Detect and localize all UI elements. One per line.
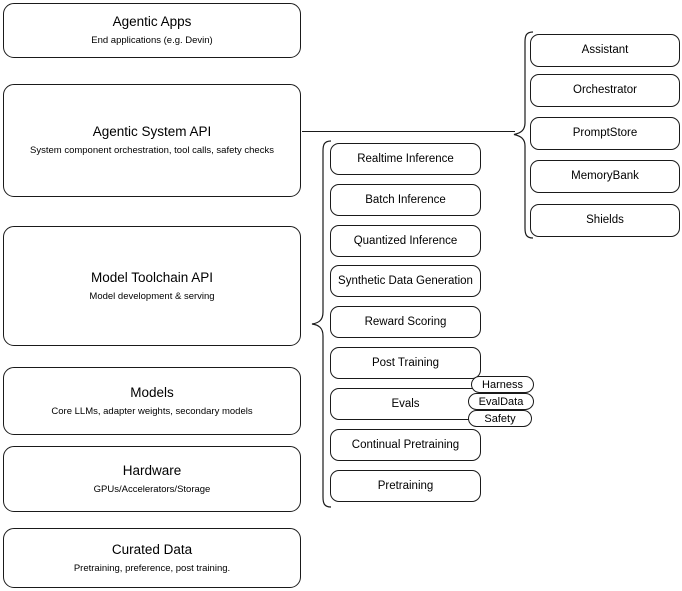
chip-realtime-inference[interactable]: Realtime Inference — [330, 143, 481, 175]
layer-subtitle: End applications (e.g. Devin) — [91, 35, 213, 46]
chip-batch-inference[interactable]: Batch Inference — [330, 184, 481, 216]
chip-label: Assistant — [581, 44, 629, 57]
chip-label: Shields — [586, 214, 624, 227]
chip-label: Post Training — [371, 356, 440, 369]
badge-safety[interactable]: Safety — [468, 410, 532, 427]
chip-promptstore[interactable]: PromptStore — [530, 117, 680, 150]
chip-label: Evals — [391, 397, 420, 410]
layer-curated-data[interactable]: Curated Data Pretraining, preference, po… — [3, 528, 301, 588]
chip-label: Batch Inference — [365, 193, 446, 206]
layer-agentic-apps[interactable]: Agentic Apps End applications (e.g. Devi… — [3, 3, 301, 58]
layer-title: Model Toolchain API — [90, 269, 214, 285]
chip-shields[interactable]: Shields — [530, 204, 680, 237]
layer-agentic-system-api[interactable]: Agentic System API System component orch… — [3, 84, 301, 197]
layer-title: Agentic Apps — [112, 14, 192, 30]
layer-subtitle: Core LLMs, adapter weights, secondary mo… — [51, 405, 253, 417]
brace-system-components — [513, 31, 534, 239]
layer-subtitle: Model development & serving — [89, 290, 215, 302]
chip-pretraining[interactable]: Pretraining — [330, 470, 481, 502]
layer-subtitle: GPUs/Accelerators/Storage — [93, 483, 211, 495]
chip-label: Continual Pretraining — [351, 438, 460, 451]
layer-title: Curated Data — [111, 541, 193, 557]
chip-assistant[interactable]: Assistant — [530, 34, 680, 67]
chip-label: PromptStore — [572, 127, 638, 140]
layer-model-toolchain-api[interactable]: Model Toolchain API Model development & … — [3, 226, 301, 346]
layer-subtitle: Pretraining, preference, post training. — [73, 562, 231, 574]
chip-memorybank[interactable]: MemoryBank — [530, 160, 680, 193]
badge-evaldata[interactable]: EvalData — [468, 393, 534, 410]
layer-hardware[interactable]: Hardware GPUs/Accelerators/Storage — [3, 446, 301, 512]
chip-label: Synthetic Data Generation — [338, 274, 473, 287]
chip-label: Orchestrator — [573, 84, 637, 97]
layer-title: Hardware — [122, 462, 182, 478]
chip-label: Quantized Inference — [353, 234, 458, 247]
layer-subtitle: System component orchestration, tool cal… — [30, 145, 274, 156]
layer-title: Models — [130, 384, 174, 400]
connector-system-api-to-components — [302, 130, 515, 132]
layer-models[interactable]: Models Core LLMs, adapter weights, secon… — [3, 367, 301, 435]
brace-toolchain — [311, 140, 332, 508]
chip-synthetic-data-generation[interactable]: Synthetic Data Generation — [330, 265, 481, 297]
badge-harness[interactable]: Harness — [471, 376, 534, 393]
chip-label: Reward Scoring — [364, 315, 447, 328]
chip-reward-scoring[interactable]: Reward Scoring — [330, 306, 481, 338]
layer-title: Agentic System API — [92, 124, 212, 140]
chip-quantized-inference[interactable]: Quantized Inference — [330, 225, 481, 257]
chip-label: MemoryBank — [571, 170, 639, 183]
chip-label: Realtime Inference — [357, 152, 454, 165]
chip-post-training[interactable]: Post Training — [330, 347, 481, 379]
chip-evals[interactable]: Evals — [330, 388, 481, 420]
chip-continual-pretraining[interactable]: Continual Pretraining — [330, 429, 481, 461]
chip-label: Pretraining — [377, 479, 434, 492]
chip-orchestrator[interactable]: Orchestrator — [530, 74, 680, 107]
